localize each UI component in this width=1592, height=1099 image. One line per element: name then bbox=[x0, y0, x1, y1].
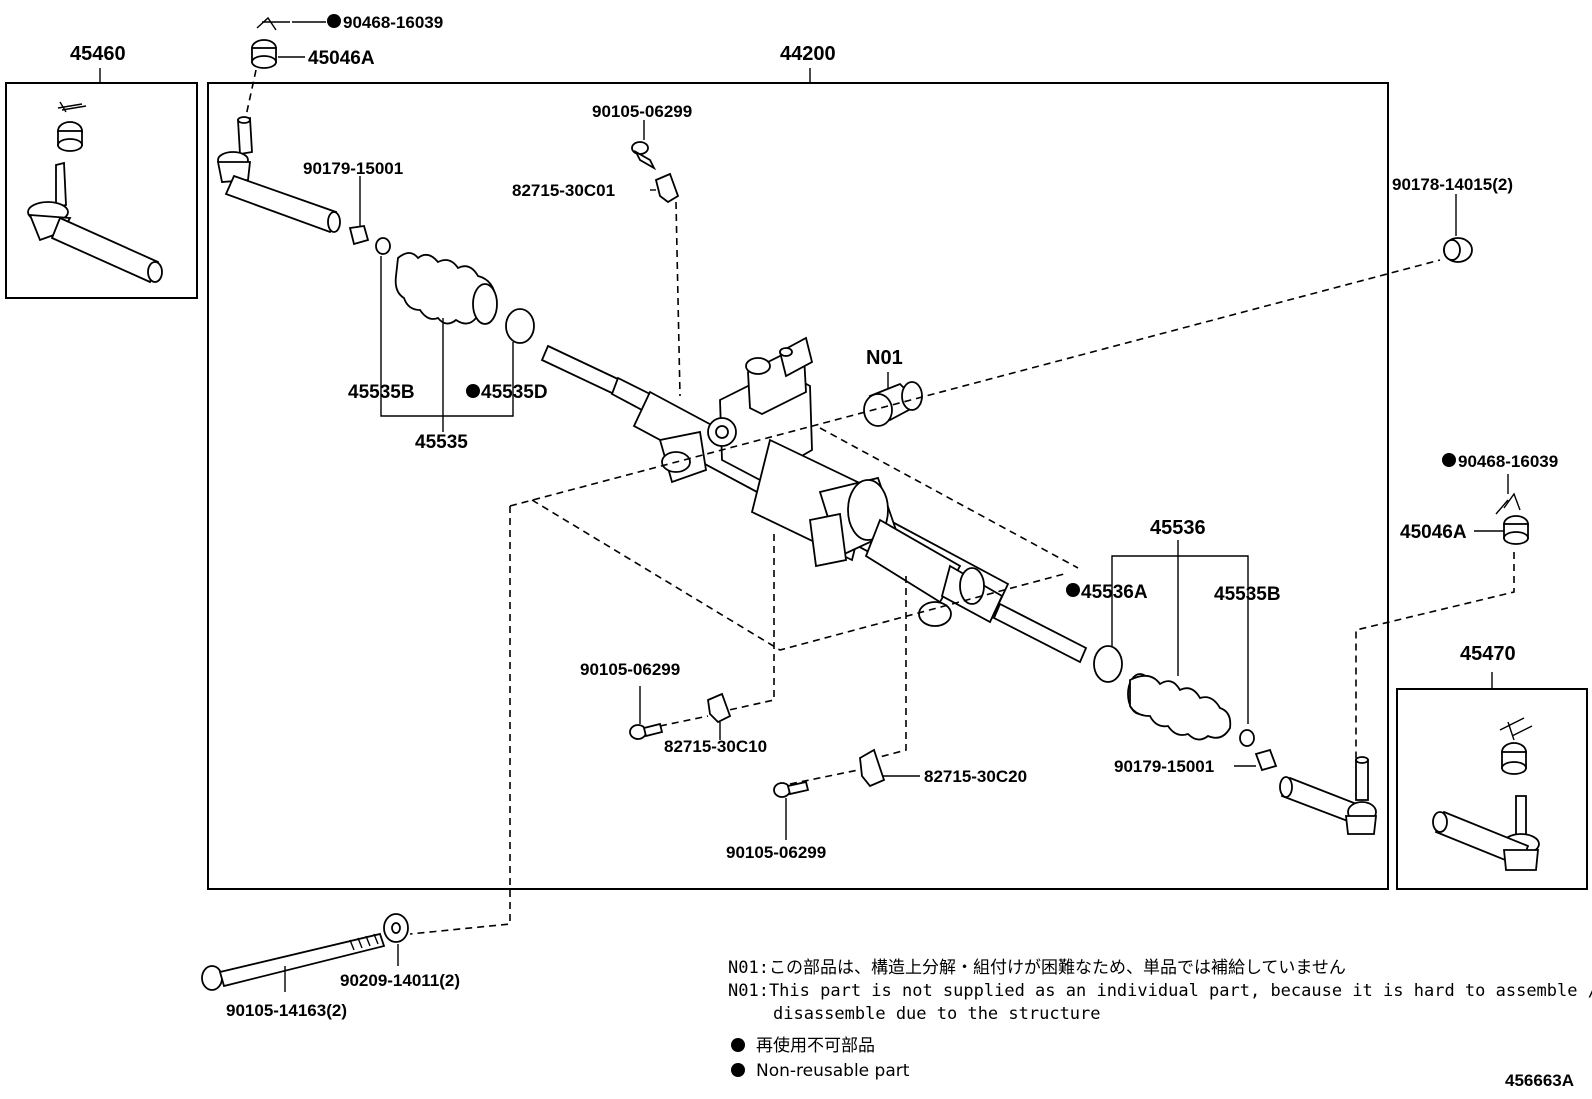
rack-ports bbox=[779, 347, 793, 357]
label-bracket-top: 82715-30C01 bbox=[512, 181, 615, 200]
legend-dot-jp bbox=[731, 1038, 745, 1052]
note-n01-en-1: N01:This part is not supplied as an indi… bbox=[728, 981, 1592, 1001]
label-boot-left-kit: 45535B bbox=[348, 382, 415, 403]
non-reusable-mark bbox=[327, 14, 341, 28]
bolt-low bbox=[773, 780, 810, 798]
bolt-mid bbox=[629, 722, 664, 740]
cotter-pin-top bbox=[256, 16, 290, 31]
legend-jp: 再使用不可部品 bbox=[756, 1035, 875, 1056]
mount-bolt bbox=[201, 932, 386, 991]
bracket-low bbox=[859, 748, 886, 788]
label-cotter-pin-top: 90468-16039 bbox=[343, 13, 443, 32]
bolt-top bbox=[631, 141, 657, 171]
label-boot-left-assy: 45535 bbox=[415, 432, 468, 453]
label-bolt-low: 90105-06299 bbox=[726, 843, 826, 862]
label-cotter-pin-right: 90468-16039 bbox=[1458, 452, 1558, 471]
label-washer: 90209-14011(2) bbox=[340, 971, 460, 990]
label-nut-top: 45046A bbox=[308, 48, 375, 69]
steering-rack-housing bbox=[540, 336, 1088, 664]
note-n01-en-2: disassemble due to the structure bbox=[773, 1004, 1101, 1024]
label-grommet-right: 90178-14015(2) bbox=[1392, 175, 1513, 194]
clip-right bbox=[1254, 748, 1278, 772]
tie-rod-end-rh-frame bbox=[1396, 688, 1588, 890]
boot-right bbox=[1127, 673, 1232, 741]
cotter-pin-right bbox=[1495, 492, 1521, 515]
label-tie-rod-end-lh: 45460 bbox=[70, 43, 126, 65]
clip-left bbox=[348, 224, 370, 246]
label-bolt-top: 90105-06299 bbox=[592, 102, 692, 121]
label-tie-rod-end-rh: 45470 bbox=[1460, 643, 1516, 665]
tie-rod-end-rh-main bbox=[1279, 756, 1378, 835]
clamp-left bbox=[505, 308, 535, 344]
label-clip-left: 90179-15001 bbox=[303, 159, 403, 178]
non-reusable-mark bbox=[466, 384, 480, 398]
bracket-top bbox=[654, 172, 680, 204]
ring-left bbox=[375, 237, 391, 255]
tie-rod-end-rh-illustration bbox=[1432, 717, 1540, 871]
boot-left bbox=[394, 252, 498, 325]
clamp-right bbox=[1093, 645, 1123, 683]
label-clamp-right: 45536A bbox=[1081, 582, 1148, 603]
label-boot-right-assy: 45536 bbox=[1150, 517, 1206, 539]
label-clip-right: 90179-15001 bbox=[1114, 757, 1214, 776]
label-mount-bolt: 90105-14163(2) bbox=[226, 1001, 347, 1020]
tie-rod-end-lh-main bbox=[216, 116, 341, 234]
ring-right bbox=[1239, 729, 1255, 747]
tie-rod-end-lh-illustration bbox=[27, 101, 163, 284]
legend-en: Non-reusable part bbox=[756, 1061, 910, 1081]
tie-rod-end-lh-frame bbox=[5, 82, 198, 299]
legend-dot-en bbox=[731, 1063, 745, 1077]
bushing-n01 bbox=[863, 381, 923, 427]
label-nut-right: 45046A bbox=[1400, 522, 1467, 543]
nut-right bbox=[1503, 515, 1529, 545]
label-bracket-low: 82715-30C20 bbox=[924, 767, 1027, 786]
nut-top bbox=[251, 39, 277, 69]
figure-id: 456663A bbox=[1505, 1071, 1574, 1090]
label-boot-right-kit: 45535B bbox=[1214, 584, 1281, 605]
note-n01-jp: N01:この部品は、構造上分解・組付けが困難なため、単品では補給していません bbox=[728, 958, 1346, 978]
label-clamp-left: 45535D bbox=[481, 382, 548, 403]
label-bolt-mid: 90105-06299 bbox=[580, 660, 680, 679]
bracket-mid bbox=[707, 692, 732, 724]
gear-assy-frame bbox=[207, 82, 1389, 890]
non-reusable-mark bbox=[1442, 453, 1456, 467]
washer bbox=[383, 913, 409, 943]
non-reusable-mark bbox=[1066, 583, 1080, 597]
grommet-right bbox=[1443, 237, 1473, 263]
label-gear-assy: 44200 bbox=[780, 43, 836, 65]
label-bushing: N01 bbox=[866, 347, 903, 369]
label-bracket-mid: 82715-30C10 bbox=[664, 737, 767, 756]
